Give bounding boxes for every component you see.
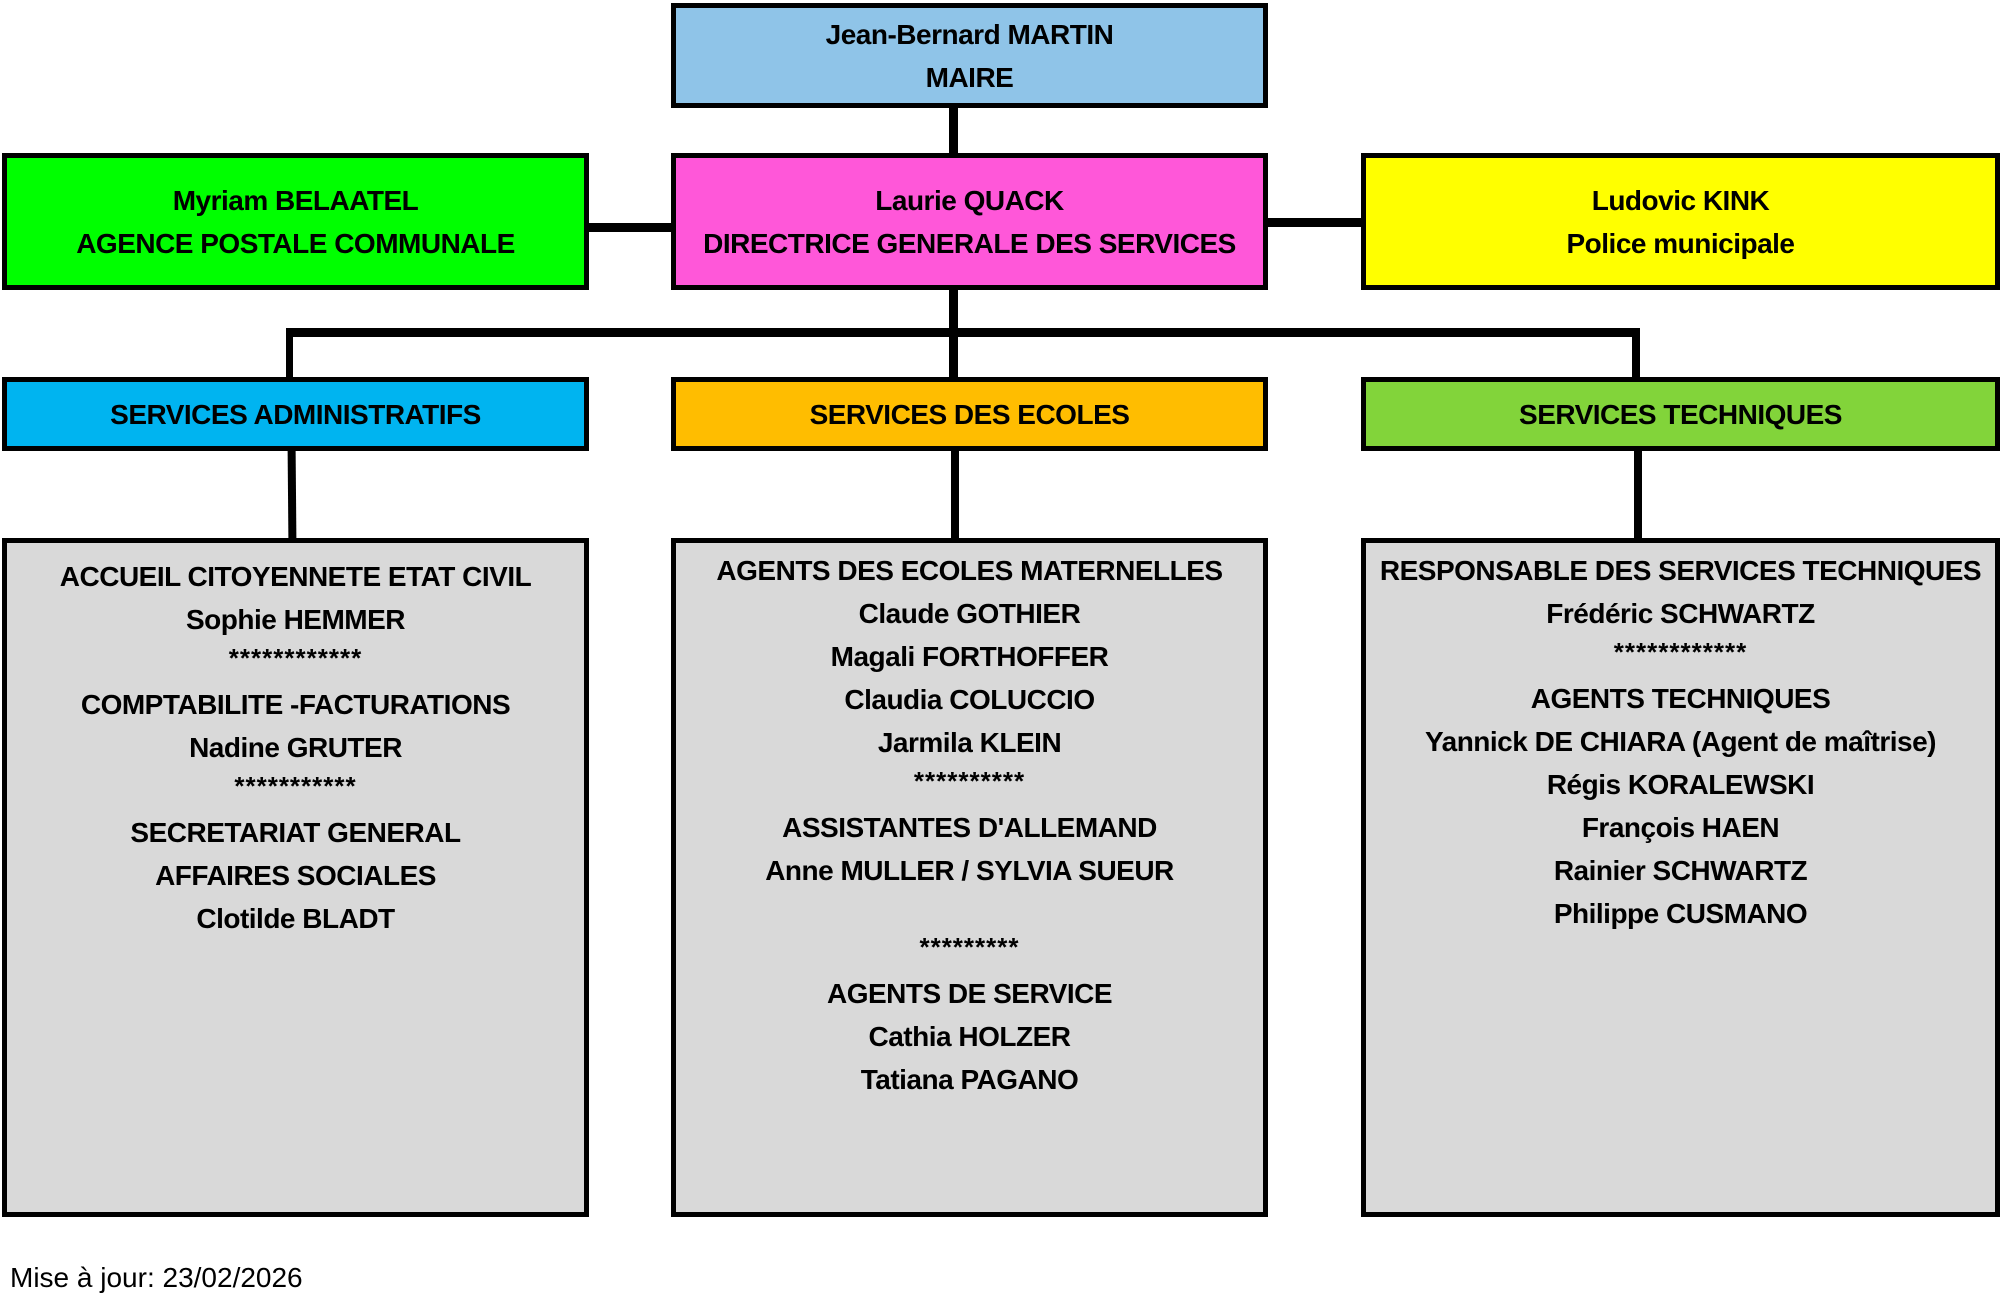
service-title: SERVICES ADMINISTRATIFS — [110, 398, 481, 430]
mayor-box: Jean-Bernard MARTIN MAIRE — [671, 3, 1268, 108]
detail-line: Cathia HOLZER — [868, 1021, 1071, 1052]
connector-bus-techniques — [1632, 328, 1640, 377]
police-name: Ludovic KINK — [1591, 184, 1770, 216]
service-header-techniques: SERVICES TECHNIQUES — [1361, 377, 2000, 451]
detail-line: Anne MULLER / SYLVIA SUEUR — [765, 855, 1174, 886]
detail-box-ecoles: AGENTS DES ECOLES MATERNELLES Claude GOTH… — [671, 538, 1268, 1217]
connector-dgs-police — [1268, 218, 1362, 227]
separator-stars: *********** — [234, 771, 357, 801]
update-date: Mise à jour: 23/02/2026 — [10, 1262, 303, 1293]
separator-stars: ********** — [913, 766, 1026, 796]
connector-admin-detail — [287, 450, 297, 538]
separator-stars: ************ — [228, 643, 363, 673]
detail-line: Frédéric SCHWARTZ — [1546, 598, 1815, 629]
connector-bus-admin — [286, 330, 293, 377]
agence-postale-name: Myriam BELAATEL — [172, 184, 419, 216]
detail-line: Claude GOTHIER — [858, 598, 1081, 629]
detail-line: Jarmila KLEIN — [877, 727, 1062, 758]
police-role: Police municipale — [1566, 227, 1795, 259]
detail-line: ACCUEIL CITOYENNETE ETAT CIVIL — [59, 561, 532, 592]
detail-line: François HAEN — [1581, 812, 1780, 843]
service-title: SERVICES TECHNIQUES — [1519, 398, 1842, 430]
connector-mayor-dgs — [949, 108, 958, 154]
dgs-name: Laurie QUACK — [875, 184, 1064, 216]
service-title: SERVICES DES ECOLES — [809, 398, 1130, 430]
detail-line: Sophie HEMMER — [185, 604, 406, 635]
police-box: Ludovic KINK Police municipale — [1361, 153, 2000, 290]
detail-line: Nadine GRUTER — [189, 732, 402, 763]
detail-line: AGENTS DE SERVICE — [826, 978, 1113, 1009]
detail-line: AFFAIRES SOCIALES — [155, 860, 436, 891]
service-header-administratifs: SERVICES ADMINISTRATIFS — [2, 377, 589, 451]
detail-box-techniques: RESPONSABLE DES SERVICES TECHNIQUES Frédé… — [1361, 538, 2000, 1217]
detail-line: SECRETARIAT GENERAL — [130, 817, 461, 848]
separator-stars: ************ — [1613, 637, 1748, 667]
mayor-name: Jean-Bernard MARTIN — [825, 18, 1114, 50]
detail-line: Rainier SCHWARTZ — [1553, 855, 1808, 886]
dgs-box: Laurie QUACK DIRECTRICE GENERALE DES SER… — [671, 153, 1268, 290]
detail-line: Clotilde BLADT — [196, 903, 395, 934]
agence-postale-role: AGENCE POSTALE COMMUNALE — [76, 227, 515, 259]
detail-line: Tatiana PAGANO — [860, 1064, 1079, 1095]
detail-line: RESPONSABLE DES SERVICES TECHNIQUES — [1379, 555, 1982, 586]
connector-techniques-detail — [1634, 450, 1642, 538]
agence-postale-box: Myriam BELAATEL AGENCE POSTALE COMMUNALE — [2, 153, 589, 290]
detail-line: Magali FORTHOFFER — [830, 641, 1109, 672]
connector-ecoles-detail — [951, 450, 959, 538]
detail-line: Régis KORALEWSKI — [1546, 769, 1815, 800]
dgs-role: DIRECTRICE GENERALE DES SERVICES — [703, 227, 1236, 259]
detail-line: ASSISTANTES D'ALLEMAND — [782, 812, 1157, 843]
connector-bus-horizontal — [286, 328, 1639, 337]
separator-stars: ********* — [919, 932, 1020, 962]
detail-line: Yannick DE CHIARA (Agent de maîtrise) — [1424, 726, 1937, 757]
detail-line: Claudia COLUCCIO — [844, 684, 1095, 715]
detail-line: AGENTS TECHNIQUES — [1530, 683, 1831, 714]
mayor-role: MAIRE — [925, 61, 1014, 93]
service-header-ecoles: SERVICES DES ECOLES — [671, 377, 1268, 451]
detail-line: COMPTABILITE -FACTURATIONS — [80, 689, 511, 720]
detail-box-administratifs: ACCUEIL CITOYENNETE ETAT CIVIL Sophie HEM… — [2, 538, 589, 1217]
detail-line: Philippe CUSMANO — [1553, 898, 1808, 929]
detail-line: AGENTS DES ECOLES MATERNELLES — [716, 555, 1223, 586]
connector-dgs-agence — [588, 223, 672, 232]
